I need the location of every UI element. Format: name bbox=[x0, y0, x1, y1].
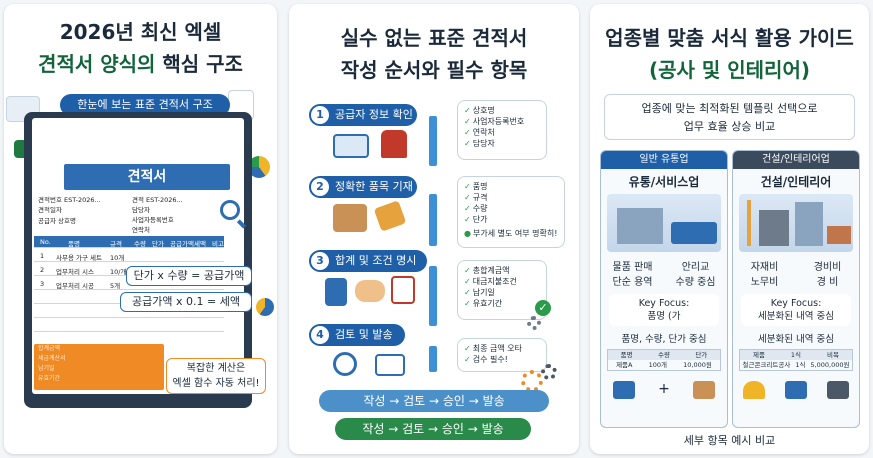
workflow-bar-1: 작성 → 검토 → 승인 → 발송 bbox=[319, 390, 549, 412]
flow-arrow bbox=[429, 116, 437, 166]
building-icon bbox=[759, 210, 789, 246]
formula-callout-2: 공급가액 x 0.1 = 세액 bbox=[120, 292, 252, 312]
id-card-icon bbox=[333, 134, 369, 158]
blueprint-icon bbox=[785, 381, 807, 399]
panel3-footer: 세부 항목 예시 비교 bbox=[683, 434, 776, 447]
tag-icon bbox=[373, 200, 407, 232]
column-header: 일반 유통업 bbox=[601, 151, 727, 169]
info-r2: 담당자 bbox=[132, 206, 150, 214]
building-icon bbox=[795, 202, 823, 246]
auto-calc-callout: 복잡한 계산은 엑셀 함수 자동 처리! bbox=[166, 358, 266, 394]
panel1-title-line1: 2026년 최신 엑셀 bbox=[59, 20, 222, 44]
hardhat-icon bbox=[743, 381, 765, 399]
info-r4: 연락처 bbox=[132, 226, 150, 234]
flow-arrow bbox=[429, 194, 437, 246]
step-3-label: 3 합계 및 조건 명시 bbox=[309, 250, 427, 272]
info-r3: 사업자등록번호 bbox=[132, 216, 174, 224]
flow-arrow bbox=[429, 266, 437, 326]
step-2-checklist: ✓품명 ✓규격 ✓수량 ✓단가 ●부가세 별도 여부 명확히! bbox=[457, 176, 565, 248]
magnifier-check-icon bbox=[333, 352, 357, 376]
crane-icon bbox=[747, 200, 751, 246]
chart-icon bbox=[6, 96, 40, 122]
grid-header: No. 품명 규격 수량 단가 공급가액 세액 비고 bbox=[34, 236, 224, 248]
bricks-icon bbox=[827, 226, 851, 244]
handshake-icon bbox=[355, 280, 385, 302]
panel1-title-b: 핵심 구조 bbox=[162, 52, 243, 76]
step-4-checklist: ✓최종 금액 오타 ✓검수 필수! bbox=[457, 338, 547, 372]
intro-box: 업종에 맞는 최적화된 템플릿 선택으로 업무 효율 상승 비교 bbox=[604, 94, 855, 140]
warehouse-illustration bbox=[607, 194, 721, 252]
envelope-icon bbox=[375, 354, 405, 376]
calculator-icon bbox=[325, 278, 347, 306]
box-icon bbox=[693, 381, 716, 399]
table-row bbox=[34, 306, 224, 318]
sheet-title: 견적서 bbox=[64, 164, 230, 190]
step-3-number: 3 bbox=[311, 252, 329, 270]
step-3-checklist: ✓총합계금액 ✓대금지불조건 ✓납기일 ✓유효기간 bbox=[457, 260, 547, 320]
key-focus: Key Focus: 세분화된 내역 중심 bbox=[741, 294, 851, 326]
stamp-icon bbox=[381, 130, 407, 158]
column-title: 건설/인테리어 bbox=[760, 175, 832, 189]
panel1-title-a: 견적서 양식의 bbox=[38, 52, 163, 76]
warehouse-icon bbox=[617, 208, 663, 244]
table-row: 3 업무처리 시공 5개 bbox=[34, 278, 224, 290]
key-focus: Key Focus: 품명 (가 bbox=[609, 294, 719, 326]
info-r1: 견적 EST-2026... bbox=[132, 196, 183, 204]
truck-icon bbox=[671, 222, 717, 244]
info-l1: 견적번호 EST-2026... bbox=[38, 196, 101, 204]
structure-pill: 한눈에 보는 표준 견적서 구조 bbox=[60, 94, 230, 116]
step-4-number: 4 bbox=[311, 326, 329, 344]
panel-industry-guide: 업종별 맞춤 서식 활용 가이드 (공사 및 인테리어) 업종에 맞는 최적화된… bbox=[590, 4, 869, 454]
step-4-label: 4 검토 및 발송 bbox=[309, 324, 405, 346]
step-1-number: 1 bbox=[311, 106, 329, 124]
magnifier-icon bbox=[220, 200, 240, 220]
plus-sign: + bbox=[658, 381, 670, 397]
column-header: 건설/인테리어업 bbox=[733, 151, 859, 169]
panel2-title-line2: 작성 순서와 필수 항목 bbox=[340, 58, 528, 82]
panel-procedure: 실수 없는 표준 견적서 작성 순서와 필수 항목 1 공급자 정보 확인 ✓상… bbox=[289, 4, 579, 454]
column-title: 유통/서비스업 bbox=[628, 175, 700, 189]
boxes-icon bbox=[333, 204, 367, 232]
cart-icon bbox=[612, 381, 635, 399]
construction-illustration bbox=[739, 194, 853, 252]
tools-icon bbox=[827, 381, 849, 399]
panel3-title-line1: 업종별 맞춤 서식 활용 가이드 bbox=[605, 26, 854, 50]
focus-summary: 세분화된 내역 중심 bbox=[758, 334, 834, 345]
table-row: 1 사무용 가구 세트 10개 bbox=[34, 250, 224, 262]
formula-callout-1: 단가 x 수량 = 공급가액 bbox=[126, 266, 252, 286]
info-l2: 견적일자 bbox=[38, 206, 62, 214]
gear-icon bbox=[527, 316, 541, 330]
gear-icon bbox=[521, 370, 543, 392]
panel3-title-line2: (공사 및 인테리어) bbox=[648, 58, 810, 82]
gear-icon bbox=[541, 364, 557, 380]
step-2-number: 2 bbox=[311, 178, 329, 196]
focus-summary: 품명, 수량, 단가 중심 bbox=[621, 334, 707, 345]
workflow-bar-2: 작성 → 검토 → 승인 → 발송 bbox=[335, 418, 531, 440]
step-2-label: 2 정확한 품목 기재 bbox=[309, 176, 417, 198]
check-badge-icon: ✓ bbox=[535, 300, 551, 316]
step-1-checklist: ✓상호명 ✓사업자등록번호 ✓연락처 ✓담당자 bbox=[457, 100, 547, 160]
totals-block: 합계금액 세금계산서 납기일 유효기간 bbox=[34, 344, 164, 390]
pie-chart-icon-2 bbox=[256, 298, 274, 316]
pie-chart-icon bbox=[248, 156, 270, 178]
info-supplier: 공급자 상호명 bbox=[38, 217, 76, 225]
panel2-title-line1: 실수 없는 표준 견적서 bbox=[340, 26, 528, 50]
step-2-note: ●부가세 별도 여부 명확히! bbox=[464, 229, 558, 238]
step-1-label: 1 공급자 정보 확인 bbox=[309, 104, 417, 126]
table-row bbox=[34, 320, 224, 332]
calendar-icon bbox=[391, 276, 415, 304]
panel1-title-line2: 견적서 양식의 핵심 구조 bbox=[4, 48, 277, 77]
panel-structure: 2026년 최신 엑셀 견적서 양식의 핵심 구조 한눈에 보는 표준 견적서 … bbox=[4, 4, 277, 454]
flow-arrow bbox=[429, 346, 437, 372]
